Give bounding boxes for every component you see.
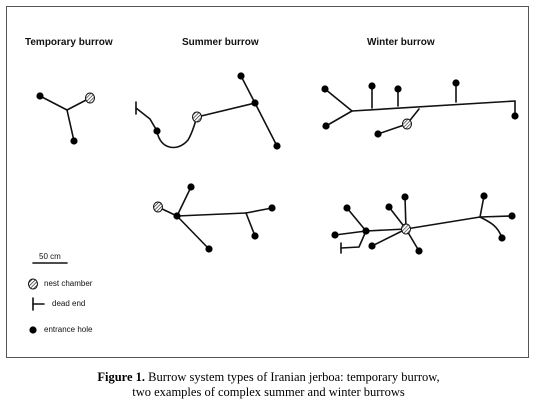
legend-nest-chamber-icon: [28, 278, 38, 290]
summer-burrow-1-tunnels: [135, 75, 278, 149]
winter-burrow-1-tunnels: [324, 82, 516, 135]
figure-caption-line1: Figure 1. Burrow system types of Iranian…: [0, 370, 537, 385]
figure-caption-line2: two examples of complex summer and winte…: [132, 385, 405, 399]
title-summer-burrow: Summer burrow: [182, 37, 259, 48]
entrance-holes: [29, 72, 519, 334]
figure-caption-label: Figure 1.: [97, 370, 146, 384]
temporary-burrow-tunnels: [39, 95, 91, 142]
figure-frame: [6, 6, 529, 358]
legend-scale-label: 50 cm: [39, 252, 61, 261]
legend-entrance-label: entrance hole: [44, 325, 93, 334]
title-temporary-burrow: Temporary burrow: [25, 37, 113, 48]
legend-entrance-hole-icon: [29, 326, 37, 334]
legend-nest-label: nest chamber: [44, 279, 93, 288]
nest-chambers: [28, 92, 412, 290]
figure-caption-text1: Burrow system types of Iranian jerboa: t…: [148, 370, 440, 384]
legend-dead-end-label: dead end: [52, 299, 86, 308]
winter-burrow-2-tunnels: [334, 195, 513, 254]
title-winter-burrow: Winter burrow: [367, 37, 435, 48]
